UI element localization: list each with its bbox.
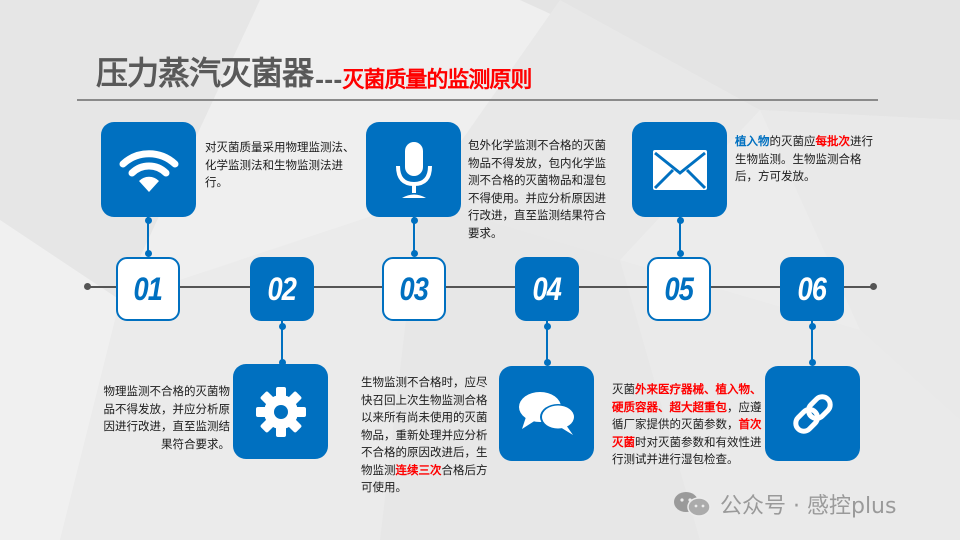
link-icon bbox=[792, 393, 833, 434]
connector-dot bbox=[544, 323, 551, 330]
connector-dot bbox=[145, 217, 152, 224]
step-05-connector bbox=[679, 217, 681, 255]
text-segment: 的灭菌应 bbox=[769, 134, 816, 148]
connector-dot bbox=[809, 359, 816, 366]
highlight-text: 首次灭菌 bbox=[612, 417, 762, 449]
step-01-connector bbox=[147, 217, 149, 255]
watermark: 公众号 · 感控plus bbox=[672, 488, 896, 520]
connector-dot bbox=[279, 359, 286, 366]
gear-icon bbox=[255, 386, 306, 437]
step-06-connector bbox=[811, 321, 813, 363]
highlight-text: 连续三次 bbox=[395, 462, 442, 477]
title-main: 压力蒸汽灭菌器 bbox=[96, 54, 314, 92]
step-03-description: 包外化学监测不合格的灭菌物品不得发放，包内化学监测不合格的灭菌物品和湿包不得使用… bbox=[468, 137, 614, 242]
step-02-description: 物理监测不合格的灭菌物品不得发放，并应分析原因进行改进，直至监测结果符合要求。 bbox=[94, 383, 231, 453]
watermark-text: 公众号 · 感控plus bbox=[720, 494, 897, 519]
timeline-end-dot bbox=[870, 283, 877, 290]
step-04-number: 04 bbox=[515, 257, 579, 321]
connector-dot bbox=[411, 250, 418, 257]
chat-bubbles-icon bbox=[518, 391, 576, 435]
connector-dot bbox=[677, 250, 684, 257]
title-subtitle: 灭菌质量的监测原则 bbox=[342, 68, 532, 93]
step-03-icon-box bbox=[366, 122, 461, 217]
step-04-icon-box bbox=[499, 366, 594, 461]
step-06-icon-box bbox=[765, 366, 860, 461]
step-01-description: 对灭菌质量采用物理监测法、化学监测法和生物监测法进行。 bbox=[205, 139, 355, 192]
step-04-description: 生物监测不合格时，应尽快召回上次生物监测合格以来所有尚未使用的灭菌物品，重新处理… bbox=[361, 374, 493, 497]
step-06-description: 灭菌外来医疗器械、植入物、硬质容器、超大超重包，应遵循厂家提供的灭菌参数，首次灭… bbox=[612, 381, 762, 469]
connector-dot bbox=[411, 217, 418, 224]
title-divider bbox=[77, 99, 878, 101]
highlight-text: 植入物 bbox=[735, 134, 770, 148]
wechat-icon bbox=[674, 492, 711, 517]
highlight-text: 每批次 bbox=[815, 134, 851, 148]
page-title: 压力蒸汽灭菌器 --- 灭菌质量的监测原则 bbox=[96, 50, 532, 94]
envelope-icon bbox=[652, 149, 707, 190]
text-segment: 生物监测不合格时，应尽快召回上次生物监测合格以来所有尚未使用的灭菌物品，重新处理… bbox=[361, 375, 488, 477]
text-segment: 时对灭菌参数和有效性进行测试并进行湿包检查。 bbox=[612, 434, 762, 467]
timeline-start-dot bbox=[84, 283, 91, 290]
connector-dot bbox=[677, 217, 684, 224]
text-segment: 物理监测不合格的灭菌物品不得发放，并应分析原因进行改进，直至监测结果符合要求。 bbox=[103, 384, 231, 451]
step-02-number: 02 bbox=[250, 257, 314, 321]
text-segment: 灭菌 bbox=[612, 382, 635, 396]
title-separator: --- bbox=[315, 69, 343, 94]
step-02-connector bbox=[281, 321, 283, 363]
step-04-connector bbox=[546, 321, 548, 363]
highlight-text: 外来医疗器械、植入物、硬质容器、超大超重包 bbox=[612, 382, 762, 414]
step-03-number: 03 bbox=[382, 257, 446, 321]
step-01-number: 01 bbox=[116, 257, 180, 321]
connector-dot bbox=[279, 323, 286, 330]
text-segment: 对灭菌质量采用物理监测法、化学监测法和生物监测法进行。 bbox=[205, 140, 355, 189]
microphone-icon bbox=[395, 141, 432, 198]
text-segment: 进行生物监测。生物监测合格后，方可发放。 bbox=[735, 134, 873, 183]
step-02-icon-box bbox=[233, 364, 328, 459]
connector-dot bbox=[544, 359, 551, 366]
text-segment: ，应遵循厂家提供的灭菌参数， bbox=[612, 399, 762, 432]
wifi-icon bbox=[119, 149, 178, 192]
text-segment: 包外化学监测不合格的灭菌物品不得发放，包内化学监测不合格的灭菌物品和湿包不得使用… bbox=[468, 138, 606, 240]
step-01-icon-box bbox=[101, 122, 196, 217]
step-05-icon-box bbox=[632, 122, 727, 217]
step-03-connector bbox=[413, 217, 415, 255]
step-06-number: 06 bbox=[780, 257, 844, 321]
connector-dot bbox=[809, 323, 816, 330]
step-05-number: 05 bbox=[647, 257, 711, 321]
step-05-description: 植入物的灭菌应每批次进行生物监测。生物监测合格后，方可发放。 bbox=[735, 133, 881, 186]
text-segment: 合格后方可使用。 bbox=[361, 462, 488, 495]
timeline-line bbox=[87, 286, 873, 288]
connector-dot bbox=[145, 250, 152, 257]
